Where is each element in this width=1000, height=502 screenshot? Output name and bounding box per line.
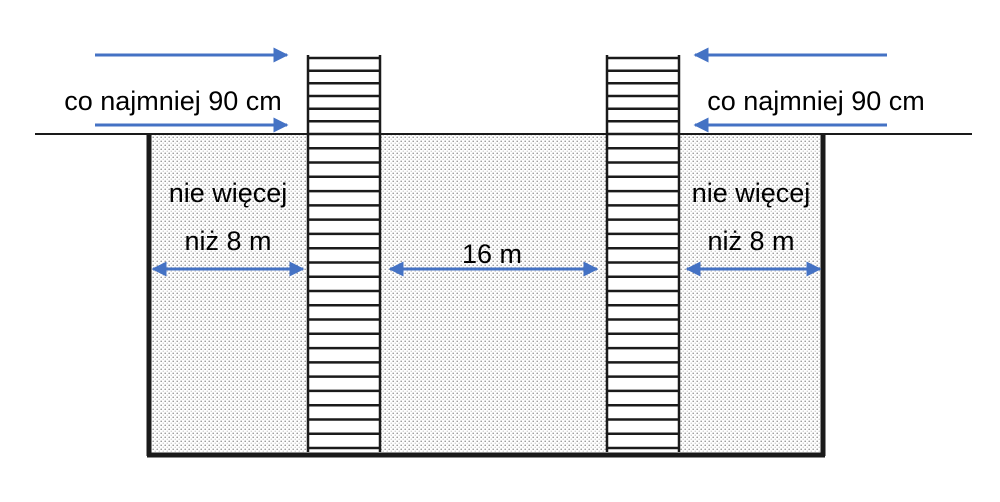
arrows xyxy=(95,47,887,277)
excavation-fill xyxy=(149,135,823,454)
ladder-left xyxy=(306,55,382,452)
clearance-label-right: co najmniej 90 cm xyxy=(707,86,925,116)
clearance-label-left: co najmniej 90 cm xyxy=(64,86,282,116)
ladder-right xyxy=(605,55,681,452)
side-label-left-line1: nie więcej xyxy=(169,178,288,208)
middle-distance-label: 16 m xyxy=(462,239,522,269)
side-label-right-line2: niż 8 m xyxy=(707,226,794,256)
ladder-right-background xyxy=(607,55,679,452)
side-label-right-line1: nie więcej xyxy=(692,178,811,208)
ladder-left-background xyxy=(308,55,380,452)
side-label-left-line2: niż 8 m xyxy=(184,226,271,256)
